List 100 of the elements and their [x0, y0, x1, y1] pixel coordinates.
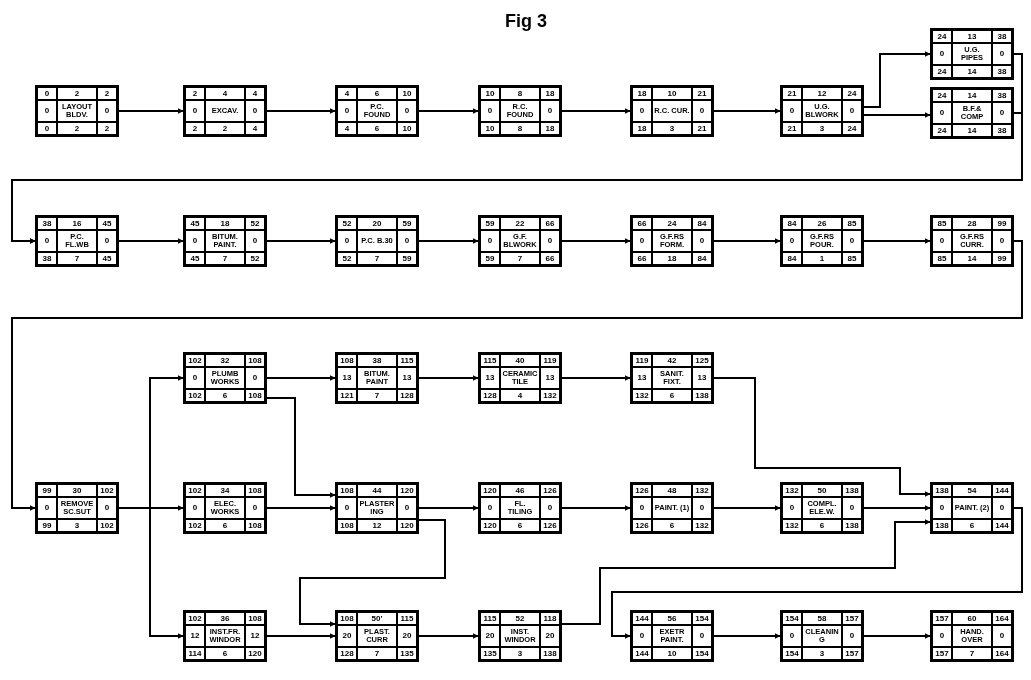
early-finish: 120 — [400, 486, 414, 495]
early-finish: 24 — [847, 89, 857, 98]
duration: 6 — [969, 521, 975, 530]
activity-number: 34 — [220, 486, 230, 495]
arrow — [863, 505, 931, 511]
float-value: 0 — [487, 504, 493, 512]
early-start: 59 — [485, 219, 495, 228]
arrow — [611, 507, 1023, 639]
early-start: 66 — [637, 219, 647, 228]
early-finish: 38 — [997, 32, 1007, 41]
arrow — [713, 377, 931, 497]
activity-number: 48 — [667, 486, 677, 495]
activity-box — [478, 482, 562, 534]
activity-number: 24 — [667, 219, 677, 228]
late-finish: 24 — [847, 124, 857, 133]
float-value: 0 — [639, 504, 645, 512]
activity-box — [630, 482, 714, 534]
activity-number: 4 — [222, 89, 228, 98]
activity-number: 2 — [74, 89, 80, 98]
float-value: 0 — [939, 632, 945, 640]
float-value: 0 — [939, 50, 945, 58]
early-start: 52 — [342, 219, 352, 228]
duration: 7 — [374, 254, 380, 263]
duration: 3 — [74, 521, 80, 530]
early-finish: 138 — [845, 486, 859, 495]
late-finish: 4 — [252, 124, 258, 133]
activity-box — [335, 85, 419, 137]
late-start: 157 — [935, 649, 949, 658]
float-value: 0 — [252, 374, 258, 382]
early-finish: 118 — [543, 614, 557, 623]
late-finish: 138 — [695, 391, 709, 400]
arrow — [11, 112, 1023, 244]
duration: 14 — [967, 67, 977, 76]
early-finish: 125 — [695, 356, 709, 365]
float-value: 0 — [789, 107, 795, 115]
arrow — [561, 108, 631, 114]
duration: 14 — [967, 254, 977, 263]
early-finish: 157 — [845, 614, 859, 623]
late-finish: 84 — [697, 254, 707, 263]
early-finish: 102 — [100, 486, 114, 495]
late-start: 126 — [635, 521, 649, 530]
arrow — [713, 633, 781, 639]
float-value: 0 — [192, 237, 198, 245]
arrow — [561, 505, 631, 511]
early-start: 154 — [785, 614, 799, 623]
late-finish: 154 — [695, 649, 709, 658]
arrow — [418, 108, 479, 114]
activity-number: 22 — [515, 219, 525, 228]
early-finish: 85 — [847, 219, 857, 228]
activity-box — [183, 352, 267, 404]
arrow — [118, 108, 184, 114]
arrow — [713, 238, 781, 244]
duration: 6 — [819, 521, 825, 530]
float-value: 13 — [545, 374, 555, 382]
late-start: 138 — [935, 521, 949, 530]
late-finish: 2 — [104, 124, 110, 133]
activity-box — [630, 610, 714, 662]
activity-box — [35, 215, 119, 267]
duration: 4 — [517, 391, 523, 400]
late-finish: 120 — [400, 521, 414, 530]
figure-title: Fig 3 — [505, 10, 547, 33]
activity-number: 28 — [967, 219, 977, 228]
late-finish: 135 — [400, 649, 414, 658]
float-value: 0 — [404, 107, 410, 115]
early-finish: 108 — [248, 356, 262, 365]
late-start: 4 — [344, 124, 350, 133]
float-value: 13 — [342, 374, 352, 382]
late-start: 128 — [483, 391, 497, 400]
activity-number: 16 — [72, 219, 82, 228]
arrow — [118, 238, 184, 244]
float-value: 0 — [699, 107, 705, 115]
activity-number: 6 — [374, 89, 380, 98]
activity-number: 18 — [220, 219, 230, 228]
float-value: 12 — [190, 632, 200, 640]
late-finish: 66 — [545, 254, 555, 263]
duration: 7 — [74, 254, 80, 263]
early-start: 157 — [935, 614, 949, 623]
late-finish: 59 — [402, 254, 412, 263]
early-finish: 108 — [248, 614, 262, 623]
arrow — [118, 507, 184, 639]
late-start: 0 — [44, 124, 50, 133]
float-value: 0 — [487, 237, 493, 245]
float-value: 0 — [192, 374, 198, 382]
late-start: 121 — [340, 391, 354, 400]
arrow — [863, 238, 931, 244]
activity-box — [780, 610, 864, 662]
duration: 7 — [517, 254, 523, 263]
early-start: 24 — [937, 32, 947, 41]
float-value: 0 — [639, 107, 645, 115]
activity-box — [930, 28, 1014, 80]
late-finish: 99 — [997, 254, 1007, 263]
arrow — [299, 519, 446, 627]
late-finish: 128 — [400, 391, 414, 400]
activity-number: 13 — [967, 32, 977, 41]
early-start: 4 — [344, 89, 350, 98]
float-value: 0 — [699, 632, 705, 640]
float-value: 0 — [344, 107, 350, 115]
activity-number: 36 — [220, 614, 230, 623]
float-value: 0 — [404, 504, 410, 512]
activity-number: 56 — [667, 614, 677, 623]
